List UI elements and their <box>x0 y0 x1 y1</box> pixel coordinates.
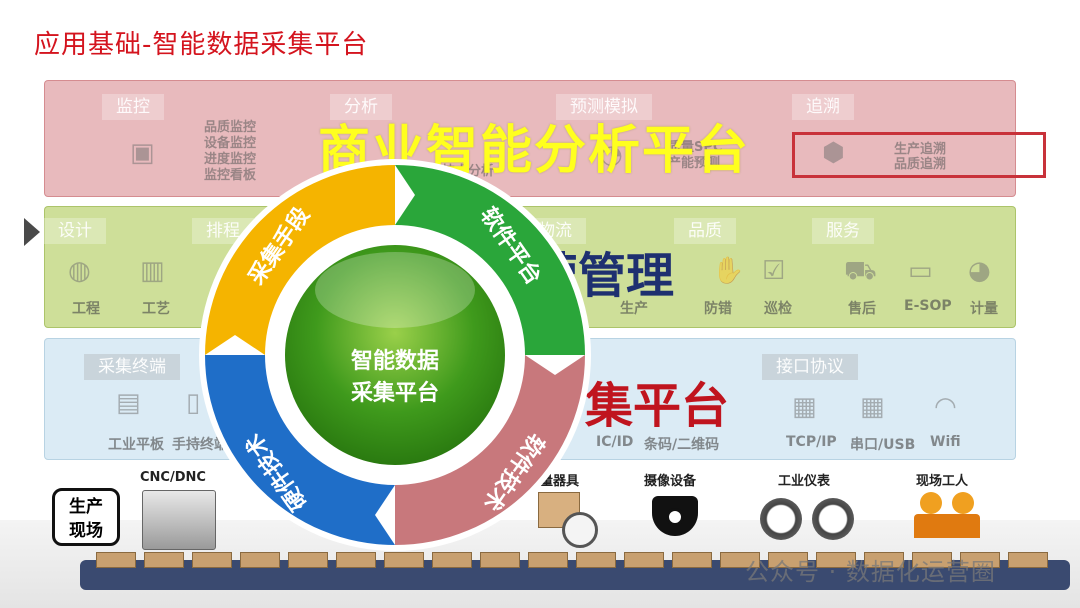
collect-heading: 集平台 <box>585 378 730 434</box>
conveyor-box <box>288 552 328 568</box>
conveyor-box <box>432 552 472 568</box>
device-meter-label: 工业仪表 <box>778 474 831 489</box>
arrow-marker <box>24 218 40 246</box>
ring-segment-pink <box>395 355 585 545</box>
tab-trace: 追溯 <box>792 94 854 120</box>
ops-item-errorproof: 防错 <box>704 301 732 317</box>
ring-diagram: 智能数据 采集平台 采集手段 软件平台 软件技术 硬件技术 <box>199 159 591 551</box>
conveyor-box <box>144 552 184 568</box>
ring-segment-yellow <box>205 165 395 355</box>
collect-item-tablet: 工业平板 <box>108 437 164 453</box>
gauge-left-icon <box>760 498 802 540</box>
conveyor-box <box>240 552 280 568</box>
tab-analysis: 分析 <box>330 94 392 120</box>
ops-item-esop: E-SOP <box>904 298 952 314</box>
gauge-right-icon <box>812 498 854 540</box>
predict-gauge-icon: ◔ <box>600 140 623 170</box>
page-title: 应用基础-智能数据采集平台 <box>34 30 369 60</box>
ops-item-aftersales: 售后 <box>848 301 876 317</box>
tablet-icon: ▤ <box>116 388 141 418</box>
ring-segment-blue <box>205 355 395 545</box>
collect-item-wifi: Wifi <box>930 434 961 450</box>
ops-item-inspection: 巡检 <box>764 301 792 317</box>
tab-monitor: 监控 <box>102 94 164 120</box>
collect-item-handheld: 手持终端 <box>172 437 228 453</box>
tab-protocols: 接口协议 <box>762 354 858 380</box>
truck-icon: ⛟ <box>844 256 877 286</box>
device-worker-label: 现场工人 <box>916 474 969 489</box>
production-site-label: 生产 现场 <box>52 488 120 546</box>
collect-item-tcpip: TCP/IP <box>786 434 837 450</box>
conveyor-box <box>528 552 568 568</box>
meter-icon: ◕ <box>968 256 991 286</box>
device-gauge-label: 量器具 <box>540 474 580 489</box>
predict-items: 质量SPC 产能预测 <box>668 140 723 171</box>
collect-item-serial: 串口/USB <box>850 437 916 453</box>
stopwatch-icon <box>562 512 598 548</box>
conveyor-box <box>384 552 424 568</box>
monitor-icon: ▭ <box>908 256 933 286</box>
serial-card-icon: ▦ <box>860 392 885 422</box>
ring-center-gloss <box>315 252 475 328</box>
ring-center-disc <box>285 245 505 465</box>
handheld-icon: ▯ <box>186 388 201 418</box>
trace-network-icon: ⬢ <box>822 138 845 168</box>
checklist-icon: ☑ <box>762 256 786 286</box>
conveyor-box <box>192 552 232 568</box>
workers-bodies-icon <box>914 514 980 538</box>
conveyor-box <box>576 552 616 568</box>
conveyor-box <box>480 552 520 568</box>
conveyor-box <box>768 552 808 568</box>
ops-item-process: 工艺 <box>142 301 170 317</box>
tab-service: 服务 <box>812 218 874 244</box>
device-camera-label: 摄像设备 <box>644 474 697 489</box>
conveyor-box <box>720 552 760 568</box>
camera-icon <box>652 496 698 536</box>
ops-item-engineering: 工程 <box>72 301 100 317</box>
watermark: 公众号 · 数据化运营圈 <box>745 558 996 586</box>
ring-arrow-right <box>525 355 585 375</box>
tab-design: 设计 <box>44 218 106 244</box>
conveyor-box <box>1008 552 1048 568</box>
globe-icon: ◍ <box>68 256 91 286</box>
trace-items: 生产追溯 品质追溯 <box>894 142 947 172</box>
trace-highlight-box <box>792 132 1046 178</box>
ops-item-production: 生产 <box>620 301 648 317</box>
ops-item-metering: 计量 <box>970 301 998 317</box>
cnc-machine-icon <box>142 490 216 550</box>
monitor-items: 品质监控 设备监控 进度监控 监控看板 <box>204 120 257 183</box>
collect-item-icid: IC/ID <box>596 434 634 450</box>
collect-item-barcode: 条码/二维码 <box>644 437 720 453</box>
conveyor-box <box>912 552 952 568</box>
ring-segment-green <box>395 165 585 355</box>
conveyor-box <box>96 552 136 568</box>
ring-arrow-bottom <box>375 485 395 545</box>
hand-icon: ✋ <box>712 256 745 286</box>
binder-icon: ▥ <box>140 256 165 286</box>
conveyor-box <box>864 552 904 568</box>
monitor-screen-icon: ▣ <box>130 138 155 168</box>
conveyor-box <box>336 552 376 568</box>
conveyor-box <box>624 552 664 568</box>
ring-center-line2: 采集平台 <box>351 380 439 406</box>
ring-arrow-left <box>205 335 265 355</box>
wifi-icon: ◠ <box>934 392 957 422</box>
ring-arrow-top <box>395 165 415 225</box>
tab-predict: 预测模拟 <box>556 94 652 120</box>
network-card-icon: ▦ <box>792 392 817 422</box>
tab-quality: 品质 <box>674 218 736 244</box>
worker-left-icon <box>920 492 942 514</box>
ring-center-line1: 智能数据 <box>351 348 439 374</box>
tab-terminals: 采集终端 <box>84 354 180 380</box>
conveyor-box <box>960 552 1000 568</box>
device-cnc-label: CNC/DNC <box>140 470 206 485</box>
worker-right-icon <box>952 492 974 514</box>
conveyor-box <box>672 552 712 568</box>
conveyor-box <box>816 552 856 568</box>
